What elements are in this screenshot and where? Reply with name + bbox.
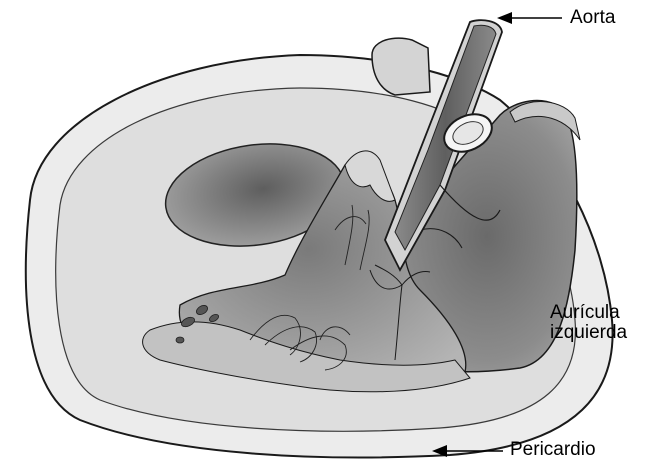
label-auricula-line1: Aurícula (550, 303, 627, 323)
left-arrow-icon (497, 12, 562, 24)
label-aorta: Aorta (570, 8, 615, 28)
label-auricula-line2: izquierda (550, 323, 627, 343)
label-auricula-izquierda: Aurícula izquierda (550, 303, 627, 343)
label-pericardio: Pericardio (510, 440, 596, 460)
